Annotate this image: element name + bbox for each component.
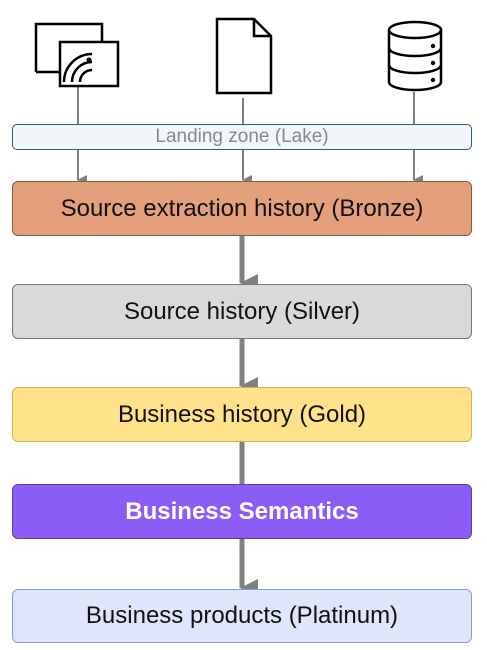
database-icon [387, 20, 443, 92]
semantics-layer-label: Business Semantics [125, 497, 359, 525]
wireless-screen-icon [34, 22, 120, 88]
silver-layer-box: Source history (Silver) [12, 284, 472, 339]
gold-layer-label: Business history (Gold) [117, 400, 367, 428]
bronze-layer-label: Source extraction history (Bronze) [60, 194, 424, 222]
landing-zone-label: Landing zone (Lake) [155, 126, 329, 147]
gold-layer-box: Business history (Gold) [12, 387, 472, 442]
bronze-layer-box: Source extraction history (Bronze) [12, 181, 472, 236]
document-icon [215, 17, 273, 95]
silver-layer-label: Source history (Silver) [123, 297, 361, 325]
landing-zone-box: Landing zone (Lake) [12, 124, 472, 150]
semantics-layer-box: Business Semantics [12, 484, 472, 539]
platinum-layer-label: Business products (Platinum) [85, 602, 399, 629]
platinum-layer-box: Business products (Platinum) [12, 589, 472, 643]
